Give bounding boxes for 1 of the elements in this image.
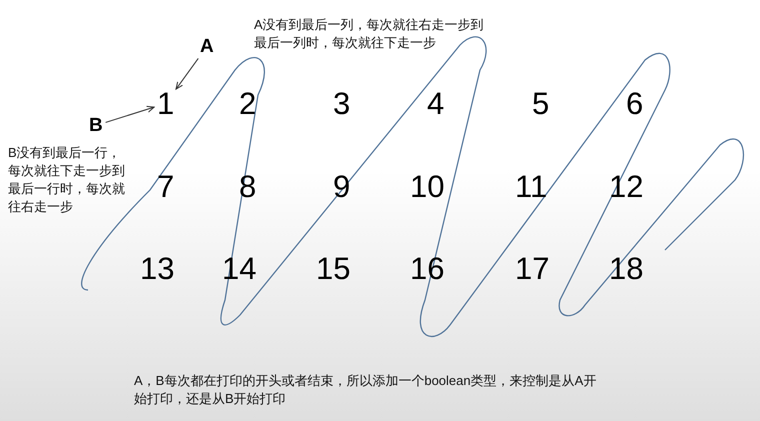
caption-text: A，B每次都在打印的开头或者结束，所以添加一个boolean类型，来控制是从A开始打印，还是从B开始打印 (134, 372, 598, 408)
